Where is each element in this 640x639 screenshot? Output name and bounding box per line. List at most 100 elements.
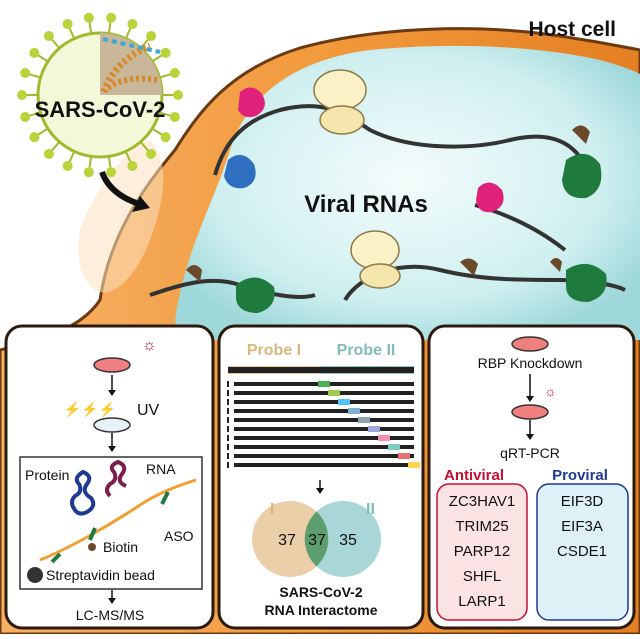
protein-label: Protein bbox=[25, 467, 69, 483]
virus-particle bbox=[17, 12, 183, 178]
antiviral-list-box bbox=[436, 483, 528, 621]
spike-head bbox=[83, 167, 94, 178]
spike-stalk bbox=[159, 73, 172, 79]
proviral-title: Proviral bbox=[552, 467, 608, 484]
spike-stalk bbox=[124, 150, 132, 163]
spike-head bbox=[160, 47, 171, 58]
rna-label: RNA bbox=[146, 461, 176, 477]
rbp-green bbox=[562, 153, 602, 199]
rna-strand bbox=[213, 104, 592, 176]
knockdown-label: RBP Knockdown bbox=[478, 355, 583, 371]
crosslinked-dish-icon bbox=[93, 417, 131, 433]
spike-stalk bbox=[68, 150, 76, 163]
spike-head bbox=[146, 148, 157, 159]
rbp-blue bbox=[224, 154, 256, 189]
uv-label: UV bbox=[137, 402, 160, 419]
spike-head bbox=[29, 132, 40, 143]
biotin-label: Biotin bbox=[103, 539, 138, 555]
spike-stalk bbox=[139, 141, 150, 152]
antiviral-gene: LARP1 bbox=[458, 593, 506, 610]
venn-overlap bbox=[304, 511, 329, 567]
spike-head bbox=[169, 111, 180, 122]
culture-dish-icon bbox=[511, 336, 549, 352]
spike-head bbox=[43, 31, 54, 42]
readout-label: LC-MS/MS bbox=[76, 607, 144, 623]
antiviral-title: Antiviral bbox=[444, 467, 504, 484]
streptavidin-bead-icon bbox=[27, 567, 43, 583]
rbp-green bbox=[236, 277, 275, 313]
aso-oligo bbox=[88, 527, 97, 541]
virus-cutaway bbox=[100, 33, 162, 95]
ribosome bbox=[313, 69, 367, 111]
spike-stalk bbox=[107, 156, 112, 169]
cytoplasm bbox=[175, 45, 640, 340]
proviral-gene: EIF3A bbox=[561, 518, 603, 535]
rna-strand bbox=[39, 478, 197, 562]
venn-circle-probe-1 bbox=[252, 501, 328, 577]
spike-head bbox=[43, 148, 54, 159]
spike-stalk bbox=[88, 156, 93, 169]
probe-mark bbox=[388, 444, 400, 450]
interactome-title-1: SARS-CoV-2 bbox=[279, 584, 362, 600]
assay-label: qRT-PCR bbox=[500, 445, 560, 461]
spike-stalk bbox=[37, 54, 49, 63]
probe-mark bbox=[338, 399, 350, 405]
virus-membrane-proteins bbox=[102, 37, 161, 54]
spike-stalk bbox=[28, 73, 41, 79]
spike-head bbox=[127, 160, 138, 171]
panel-right: RBP Knockdown ☼ qRT-PCR Antiviral Provir… bbox=[427, 324, 636, 630]
spike-stalk bbox=[50, 38, 61, 49]
membrane-highlight bbox=[78, 140, 164, 293]
panel-left: ☼ ⚡⚡⚡ UV Protein RNA Biotin ASO Streptav… bbox=[4, 324, 215, 630]
probe-mark bbox=[348, 408, 360, 414]
rbp-green bbox=[566, 263, 607, 302]
protein-coil-purple bbox=[105, 459, 127, 498]
venn-count-probe-1: 37 bbox=[278, 532, 296, 549]
spike-stalk bbox=[28, 111, 41, 117]
culture-dish-icon bbox=[511, 404, 549, 420]
spike-stalk bbox=[151, 127, 163, 136]
spike-head bbox=[20, 68, 31, 79]
spike-stalk bbox=[151, 54, 163, 63]
probe-1-label: Probe I bbox=[247, 342, 301, 359]
rbp-brown bbox=[550, 258, 562, 272]
culture-dish-icon bbox=[93, 357, 131, 373]
panel-middle: Probe I Probe II I II 37 37 35 SARS-CoV-… bbox=[217, 324, 425, 630]
spike-head bbox=[127, 19, 138, 30]
virus-spikes bbox=[17, 12, 183, 178]
probe-mark bbox=[328, 390, 340, 396]
probe-tiling bbox=[227, 366, 420, 468]
aso-label: ASO bbox=[164, 528, 194, 544]
probe-mark bbox=[408, 462, 420, 468]
probe-mark bbox=[358, 417, 370, 423]
spike-head bbox=[169, 68, 180, 79]
rbp-magenta bbox=[476, 182, 504, 213]
viral-genome-cutaway bbox=[100, 42, 152, 94]
antiviral-gene: ZC3HAV1 bbox=[449, 493, 515, 510]
infection-icon: ☼ bbox=[544, 383, 557, 399]
antiviral-gene: SHFL bbox=[463, 568, 501, 585]
spike-head bbox=[29, 47, 40, 58]
spike-stalk bbox=[37, 127, 49, 136]
spike-head bbox=[160, 132, 171, 143]
spike-head bbox=[106, 12, 117, 23]
ribosome bbox=[350, 230, 400, 270]
probe-mark bbox=[368, 426, 380, 432]
rbp-brown bbox=[572, 125, 590, 144]
probe-mark bbox=[378, 435, 390, 441]
spike-stalk bbox=[159, 111, 172, 117]
spike-stalk bbox=[50, 141, 61, 152]
bead-label: Streptavidin bead bbox=[46, 567, 155, 583]
biotin-dot bbox=[88, 543, 96, 551]
spike-head bbox=[17, 90, 27, 100]
entry-arrowhead bbox=[132, 196, 150, 212]
antiviral-gene: PARP12 bbox=[454, 543, 510, 560]
proviral-list-box bbox=[536, 483, 629, 621]
protein-coil-blue bbox=[70, 469, 96, 516]
venn-label-2: II bbox=[366, 501, 375, 518]
venn-label-1: I bbox=[270, 501, 274, 518]
host-cell-label: Host cell bbox=[528, 18, 616, 41]
spike-stalk bbox=[68, 27, 76, 40]
